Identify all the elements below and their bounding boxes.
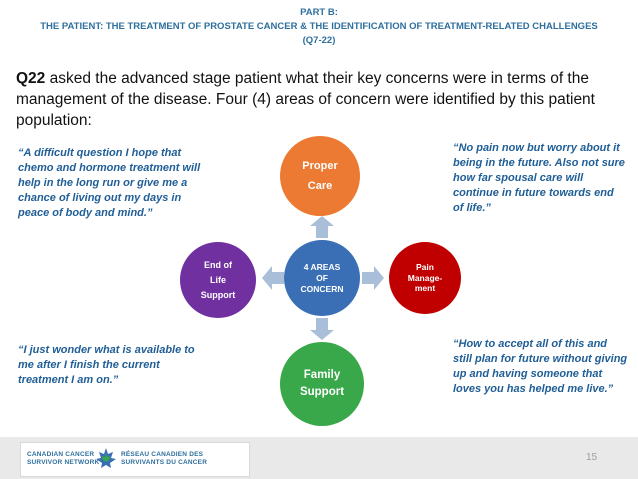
arrow-up-shape bbox=[310, 216, 334, 238]
arrow-left-shape bbox=[262, 266, 284, 290]
concern-eol-line1: End of bbox=[204, 259, 232, 270]
section-range: (Q7-22) bbox=[302, 35, 336, 46]
organization-logo: CANADIAN CANCER SURVIVOR NETWORK RÉSEAU … bbox=[20, 442, 250, 477]
quote-top-left: “A difficult question I hope that chemo … bbox=[18, 147, 201, 219]
section-label: PART B: bbox=[300, 7, 338, 18]
logo-french: RÉSEAU CANADIEN DES SURVIVANTS DU CANCER bbox=[121, 451, 207, 467]
concern-proper-care-line2: Care bbox=[307, 180, 333, 192]
center-line1: 4 AREAS bbox=[303, 261, 341, 272]
arrow-down bbox=[310, 318, 334, 340]
concern-proper-care-line1: Proper bbox=[302, 160, 338, 172]
arrow-left bbox=[262, 266, 284, 290]
maple-leaf-icon bbox=[96, 448, 116, 468]
arrow-right-shape bbox=[362, 266, 384, 290]
arrow-right bbox=[362, 266, 384, 290]
logo-english: CANADIAN CANCER SURVIVOR NETWORK bbox=[27, 451, 99, 467]
question-paragraph: Q22 asked the advanced stage patient wha… bbox=[16, 68, 626, 131]
section-title: THE PATIENT: THE TREATMENT OF PROSTATE C… bbox=[40, 21, 598, 32]
quote-top-right: “No pain now but worry about it being in… bbox=[453, 142, 625, 214]
concern-pain-line1: Pain bbox=[416, 262, 434, 273]
concern-family-support: Family Support bbox=[280, 342, 364, 426]
concern-pain-line3: ment bbox=[414, 283, 436, 294]
logo-french-line1: RÉSEAU CANADIEN DES bbox=[121, 451, 204, 458]
center-four-areas: 4 AREAS OF CONCERN bbox=[284, 240, 360, 316]
concern-pain-line2: Manage- bbox=[407, 272, 443, 283]
arrow-up bbox=[310, 216, 334, 238]
logo-french-line2: SURVIVANTS DU CANCER bbox=[121, 459, 208, 466]
concern-family-line1: Family bbox=[303, 369, 341, 381]
question-number: Q22 bbox=[16, 70, 46, 87]
concern-eol-line2: Life bbox=[209, 274, 226, 285]
concern-pain-management: Pain Manage- ment bbox=[389, 242, 461, 314]
page-number: 15 bbox=[586, 452, 598, 463]
concern-family-line2: Support bbox=[299, 386, 345, 398]
quote-bottom-left: “I just wonder what is available to me a… bbox=[18, 344, 195, 386]
arrow-down-shape bbox=[310, 318, 334, 340]
quote-bottom-right: “How to accept all of this and still pla… bbox=[453, 338, 628, 395]
question-text: asked the advanced stage patient what th… bbox=[16, 70, 595, 129]
logo-english-line2: SURVIVOR NETWORK bbox=[27, 459, 100, 466]
logo-english-line1: CANADIAN CANCER bbox=[27, 451, 95, 458]
concern-proper-care: Proper Care bbox=[280, 136, 360, 216]
concern-eol-line3: Support bbox=[200, 289, 236, 300]
concern-end-of-life-support: End of Life Support bbox=[180, 242, 256, 318]
center-line3: CONCERN bbox=[300, 283, 344, 294]
center-line2: OF bbox=[316, 272, 328, 283]
